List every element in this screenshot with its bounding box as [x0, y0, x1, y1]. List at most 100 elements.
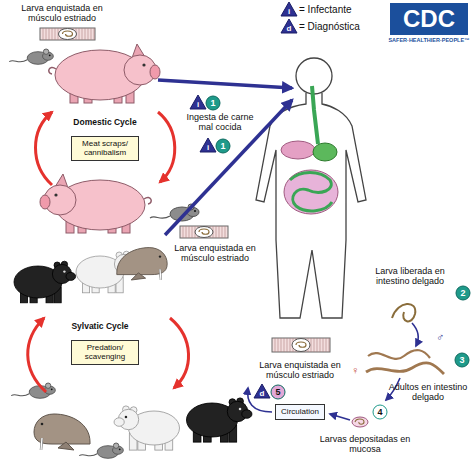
muscle-fiber: [326, 338, 327, 352]
stomach: [313, 143, 337, 161]
text-label: SAFER·HEALTHIER·PEOPLE™: [386, 37, 472, 43]
larva-coil: [355, 419, 364, 424]
stage-circle: [206, 96, 220, 110]
process-box: Meat scraps/ cannibalism: [71, 136, 139, 161]
muscle-fiber: [216, 226, 217, 238]
rat-eye: [194, 210, 196, 212]
bear-eye: [125, 416, 128, 419]
bear-snout: [66, 272, 76, 280]
larva-coil: [296, 342, 306, 347]
small-intestine: [290, 173, 332, 211]
bear-eye: [63, 270, 65, 272]
pig-figure: [49, 44, 160, 103]
cycle-arrow: [170, 318, 189, 388]
pig-eye: [54, 193, 57, 196]
muscle-fiber: [88, 28, 89, 40]
rat-eye: [119, 448, 121, 450]
larva-released: [392, 304, 415, 321]
rat-ear: [113, 443, 118, 448]
muscle-fiber: [82, 28, 83, 40]
ingestion-arrow: [158, 80, 292, 88]
text-label: Larva enquistada en músculo estriado: [248, 360, 352, 381]
rat-figure: [11, 383, 55, 398]
callout-number: 1: [215, 140, 231, 152]
stage-circle: [373, 405, 387, 419]
stage-circle: [216, 139, 230, 153]
box-text: Meat scraps/ cannibalism: [77, 139, 133, 157]
muscle-fiber: [290, 338, 291, 352]
box-text: Circulation: [281, 407, 319, 416]
larva-deposited: [352, 417, 368, 427]
muscle-fiber: [314, 338, 315, 352]
adult-worm: [368, 350, 430, 359]
ingestion-arrow: [165, 100, 292, 235]
rat-tail: [11, 394, 29, 396]
bear-snout: [114, 418, 124, 427]
muscle-fiber: [225, 226, 226, 238]
rat-eye: [49, 54, 51, 56]
stage-circle: [455, 353, 469, 367]
symbol-letter: i: [190, 99, 206, 111]
rat-ear: [43, 49, 48, 54]
adult-worm: [366, 363, 444, 374]
human-outline: [256, 93, 366, 318]
rat-tail: [79, 454, 97, 456]
walrus-tusk: [41, 438, 42, 450]
bear-eye: [239, 408, 242, 411]
callout-number: 4: [372, 406, 388, 418]
symbol-letter: d: [281, 23, 297, 35]
pig-snout: [40, 195, 50, 209]
callout-number: 3: [454, 354, 470, 366]
symbol-letter: d: [254, 388, 270, 400]
pig-figure: [40, 174, 151, 233]
muscle-fiber: [189, 226, 190, 238]
circulation-arrow: [248, 388, 272, 412]
walrus-figure: [34, 414, 90, 450]
bear-figure: [14, 261, 76, 303]
text-label: ♂: [433, 331, 447, 344]
larva-cyst: [292, 339, 310, 352]
legend-text: = Infectante: [299, 4, 352, 16]
walrus-tusk: [159, 269, 161, 280]
esophagus: [312, 86, 318, 144]
larva-cyst: [195, 227, 213, 238]
larva-coil: [63, 31, 73, 36]
rat-tail: [9, 60, 27, 62]
muscle-fiber: [46, 28, 47, 40]
text-label: Ingesta de carne mal cocida: [180, 112, 260, 133]
process-box: Predation/ scavenging: [71, 340, 139, 365]
muscle-fiber: [311, 338, 312, 352]
muscle-fiber: [183, 226, 184, 238]
walrus-tusk: [41, 438, 42, 450]
liver: [281, 141, 315, 159]
callout-number: 5: [270, 386, 286, 398]
text-label: Larva liberada en intestino delgado: [360, 266, 460, 287]
text-label: Domestic Cycle: [60, 118, 150, 128]
muscle-fiber: [317, 338, 318, 352]
logo-panel: [390, 3, 468, 35]
muscle-band: [272, 338, 330, 352]
muscle-fiber: [320, 338, 321, 352]
walrus-figure: [117, 248, 167, 280]
larva-cyst: [59, 29, 77, 40]
muscle-fiber: [278, 338, 279, 352]
stage-circle: [271, 385, 285, 399]
cycle-arrow: [28, 318, 46, 392]
legend-text: = Diagnóstica: [299, 21, 360, 33]
muscle-fiber: [85, 28, 86, 40]
muscle-tissue: [40, 28, 95, 40]
muscle-fiber: [49, 28, 50, 40]
muscle-tissue: [272, 338, 330, 352]
stage-circle: [456, 286, 470, 300]
box-text: Predation/ scavenging: [77, 343, 133, 361]
muscle-fiber: [281, 338, 282, 352]
larva-coil: [199, 229, 209, 234]
rat-tail: [150, 216, 170, 218]
pig-snout: [150, 65, 160, 79]
rat-eye: [51, 388, 53, 390]
cycle-arrow: [158, 112, 175, 182]
muscle-fiber: [91, 28, 92, 40]
